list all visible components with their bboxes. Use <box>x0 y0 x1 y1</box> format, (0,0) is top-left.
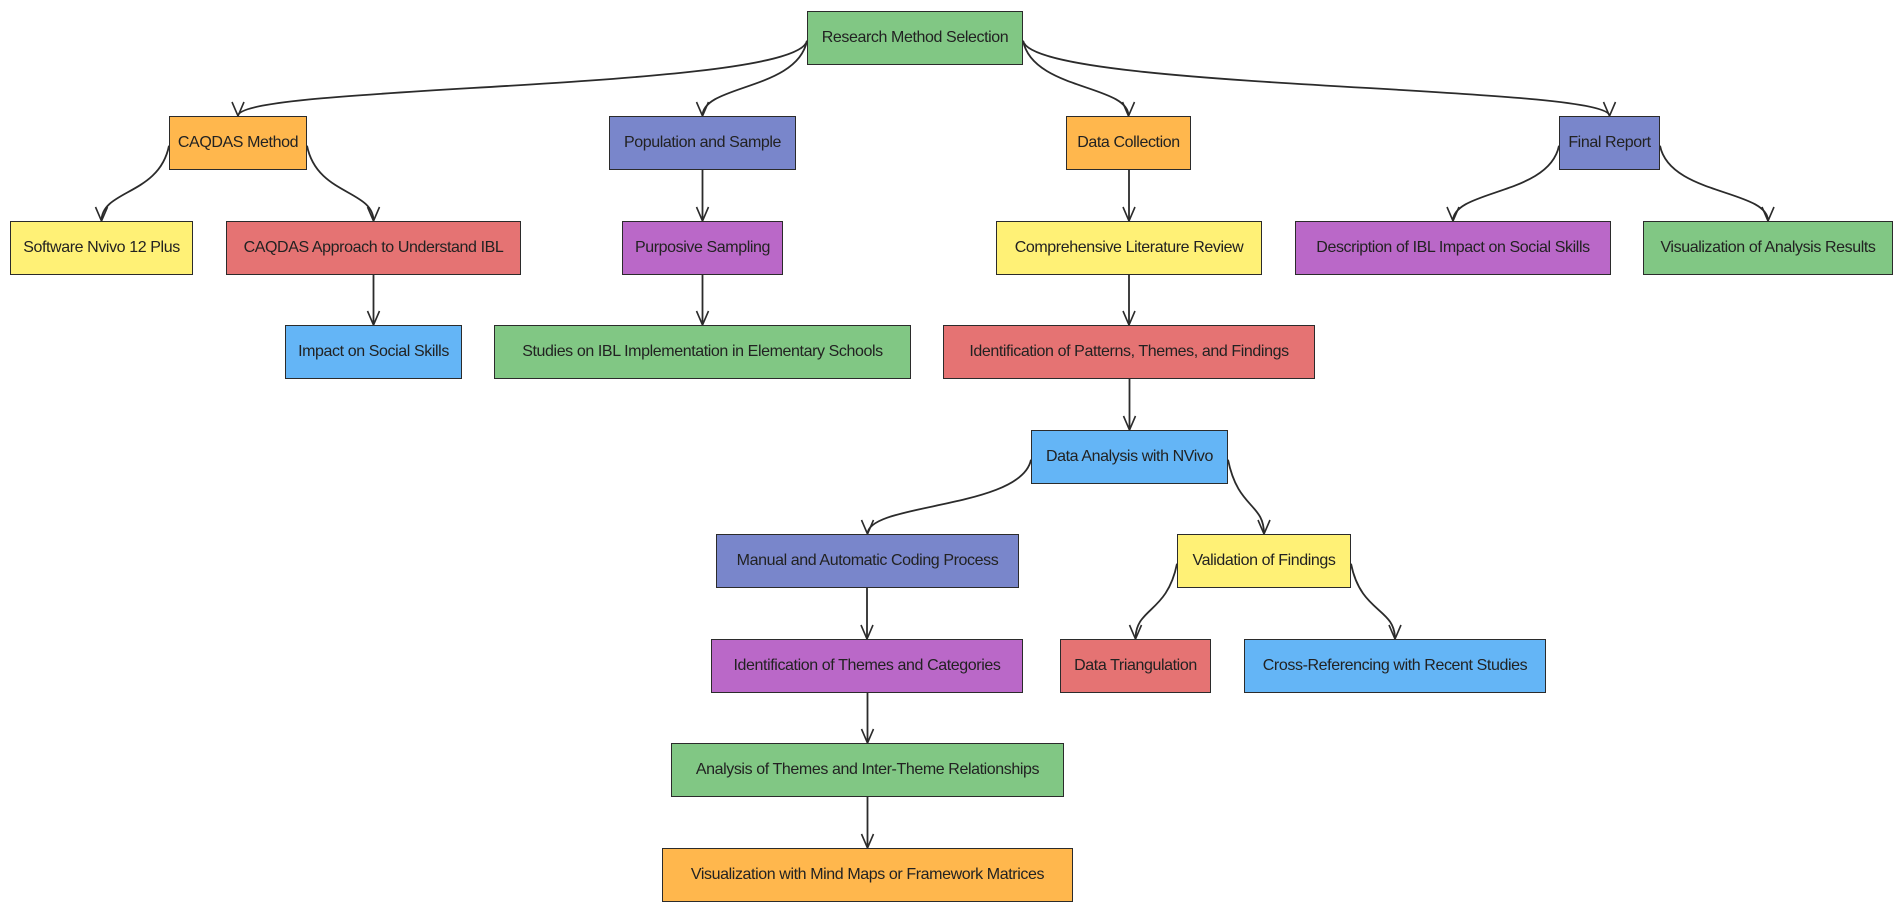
node-label: Comprehensive Literature Review <box>1014 239 1244 256</box>
node-identification-patterns[interactable]: Identification of Patterns, Themes, and … <box>943 325 1315 379</box>
connector-research_method_selection-to-caqdas_method <box>237 40 808 117</box>
node-label: Cross-Referencing with Recent Studies <box>1262 657 1528 674</box>
connector-research_method_selection-to-population_and_sample <box>701 40 808 117</box>
node-literature-review[interactable]: Comprehensive Literature Review <box>996 221 1262 275</box>
node-purposive-sampling[interactable]: Purposive Sampling <box>622 221 783 275</box>
node-research-method-selection[interactable]: Research Method Selection <box>807 11 1023 65</box>
connector-caqdas_method-to-software_nvivo <box>100 145 170 222</box>
node-visualization-results[interactable]: Visualization of Analysis Results <box>1643 221 1893 275</box>
node-population-and-sample[interactable]: Population and Sample <box>609 116 796 170</box>
node-label: Validation of Findings <box>1192 552 1336 569</box>
node-label: Final Report <box>1568 134 1651 151</box>
node-label: Description of IBL Impact on Social Skil… <box>1316 239 1590 256</box>
node-label: Data Triangulation <box>1074 657 1197 674</box>
node-final-report[interactable]: Final Report <box>1559 116 1660 170</box>
connector-final_report-to-visualization_results <box>1659 145 1769 222</box>
node-label: Analysis of Themes and Inter-Theme Relat… <box>695 761 1040 778</box>
node-validation-findings[interactable]: Validation of Findings <box>1177 534 1351 588</box>
node-label: Identification of Themes and Categories <box>733 657 1001 674</box>
node-label: Research Method Selection <box>821 29 1009 46</box>
connector-research_method_selection-to-final_report <box>1022 40 1611 117</box>
connector-validation_findings-to-cross_referencing <box>1350 563 1396 640</box>
node-impact-social-skills[interactable]: Impact on Social Skills <box>285 325 462 379</box>
node-studies-ibl[interactable]: Studies on IBL Implementation in Element… <box>494 325 911 379</box>
node-label: Studies on IBL Implementation in Element… <box>522 343 883 360</box>
node-label: CAQDAS Approach to Understand IBL <box>243 239 504 256</box>
node-data-analysis-nvivo[interactable]: Data Analysis with NVivo <box>1031 430 1228 484</box>
connector-validation_findings-to-data_triangulation <box>1134 563 1178 640</box>
connector-caqdas_method-to-caqdas_approach <box>306 145 375 222</box>
node-data-collection[interactable]: Data Collection <box>1066 116 1191 170</box>
node-caqdas-approach[interactable]: CAQDAS Approach to Understand IBL <box>226 221 521 275</box>
node-label: Identification of Patterns, Themes, and … <box>969 343 1289 360</box>
node-software-nvivo[interactable]: Software Nvivo 12 Plus <box>10 221 193 275</box>
node-label: Manual and Automatic Coding Process <box>736 552 999 569</box>
node-analysis-themes[interactable]: Analysis of Themes and Inter-Theme Relat… <box>671 743 1064 797</box>
node-label: Data Collection <box>1077 134 1180 151</box>
node-label: Visualization of Analysis Results <box>1660 239 1876 256</box>
connector-final_report-to-description_ibl_impact <box>1452 145 1560 222</box>
node-label: Impact on Social Skills <box>298 343 449 360</box>
node-description-ibl-impact[interactable]: Description of IBL Impact on Social Skil… <box>1295 221 1611 275</box>
node-data-triangulation[interactable]: Data Triangulation <box>1060 639 1211 693</box>
node-label: Data Analysis with NVivo <box>1045 448 1214 465</box>
node-label: CAQDAS Method <box>177 134 299 151</box>
node-label: Purposive Sampling <box>634 239 771 256</box>
node-cross-referencing[interactable]: Cross-Referencing with Recent Studies <box>1244 639 1546 693</box>
connector-data_analysis_nvivo-to-manual_automatic_coding <box>866 459 1032 535</box>
node-label: Population and Sample <box>623 134 782 151</box>
node-visualization-mind-maps[interactable]: Visualization with Mind Maps or Framewor… <box>662 848 1073 902</box>
node-caqdas-method[interactable]: CAQDAS Method <box>169 116 307 170</box>
node-identification-themes[interactable]: Identification of Themes and Categories <box>711 639 1023 693</box>
node-label: Visualization with Mind Maps or Framewor… <box>690 866 1045 883</box>
node-label: Software Nvivo 12 Plus <box>23 239 180 256</box>
node-manual-automatic-coding[interactable]: Manual and Automatic Coding Process <box>716 534 1019 588</box>
connector-data_analysis_nvivo-to-validation_findings <box>1227 459 1265 535</box>
